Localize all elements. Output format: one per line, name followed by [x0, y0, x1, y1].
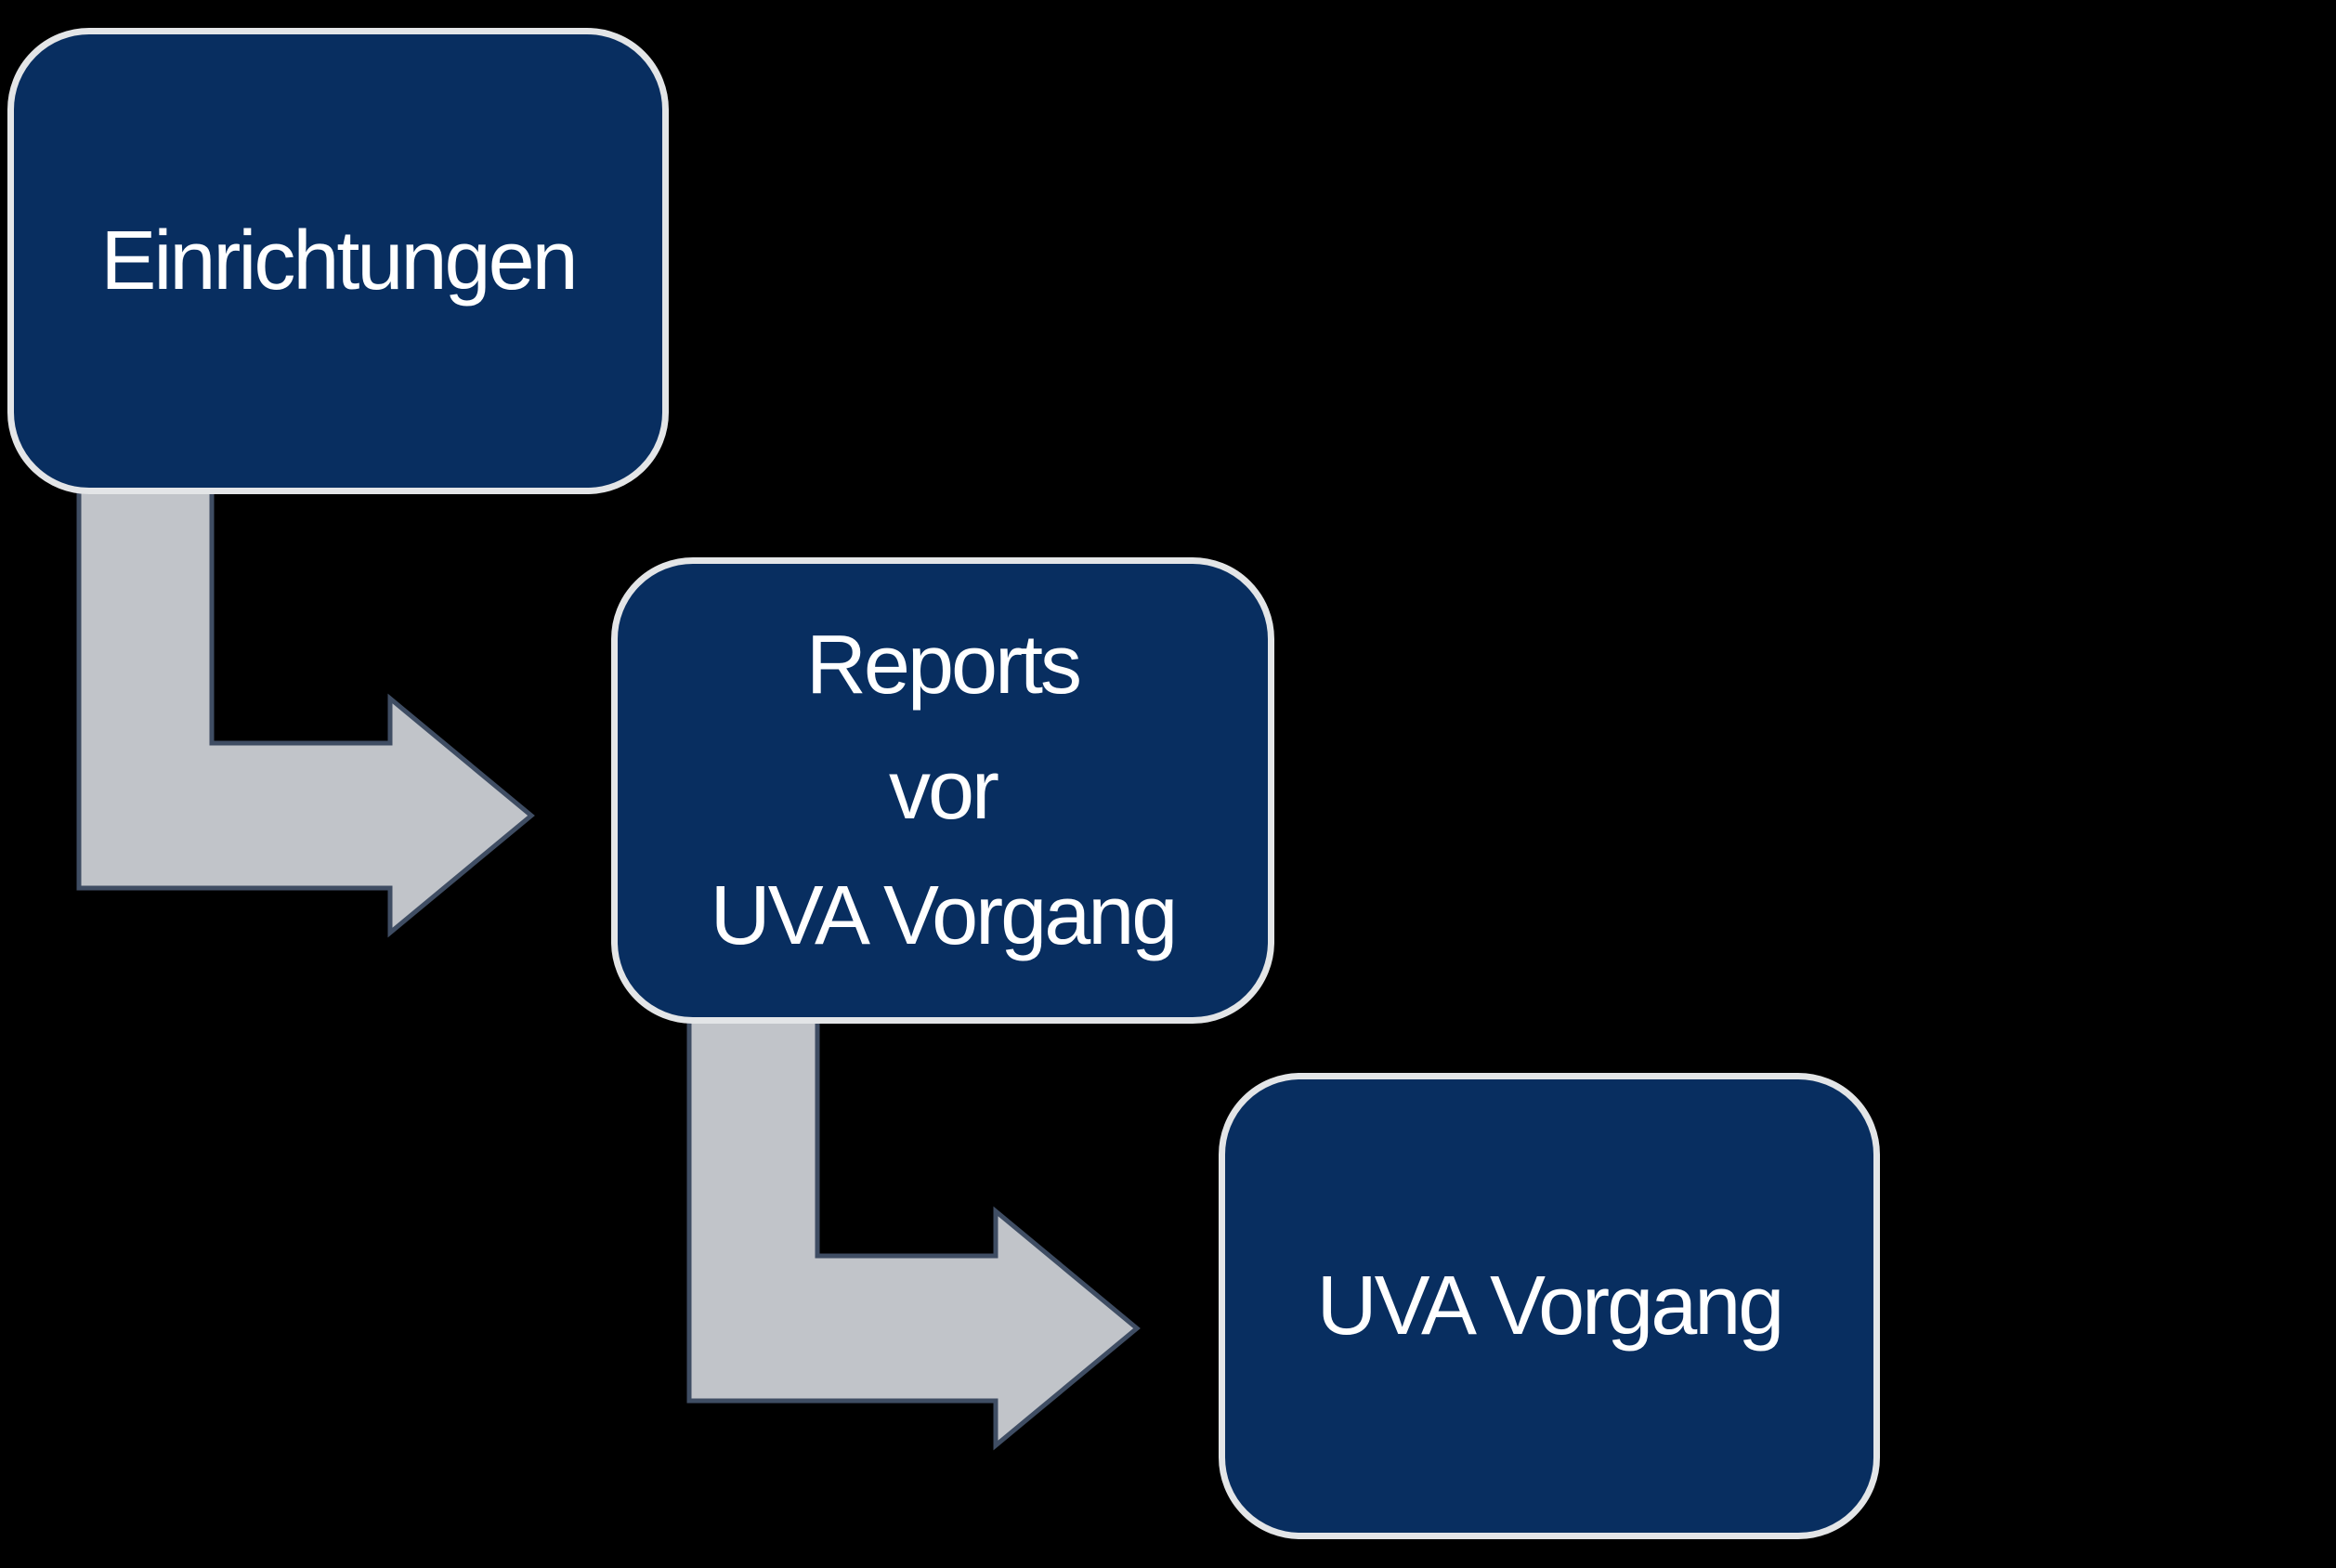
box-reports-line-2: vor	[888, 743, 999, 837]
box-reports-line-3: UVA Vorgang	[710, 869, 1179, 962]
box-einrichtungen: Einrichtungen	[7, 28, 669, 494]
elbow-arrow-einrichtungen-to-reports-icon	[76, 486, 535, 938]
box-uva-vorgang: UVA Vorgang	[1219, 1073, 1880, 1539]
box-einrichtungen-label: Einrichtungen	[100, 214, 578, 307]
elbow-arrow-reports-to-uva-icon	[686, 1015, 1141, 1451]
box-uva-vorgang-label: UVA Vorgang	[1316, 1259, 1785, 1352]
box-reports-vor-uva-vorgang: Reports vor UVA Vorgang	[611, 557, 1274, 1024]
box-reports-line-1: Reports	[805, 618, 1082, 712]
